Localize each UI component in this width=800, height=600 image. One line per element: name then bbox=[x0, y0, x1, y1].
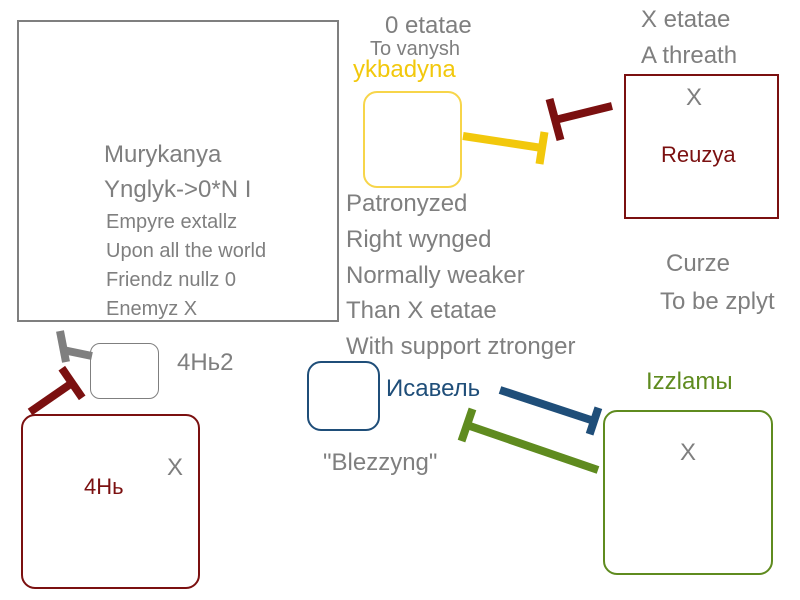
ykbadyna-name: ykbadyna bbox=[353, 56, 456, 83]
izzlamy-mark: X bbox=[680, 439, 697, 466]
chn-name: 4Нь bbox=[84, 474, 124, 499]
chn-mark: X bbox=[167, 454, 184, 481]
red-t-connector-chn-line bbox=[27, 379, 75, 416]
reuzya-box bbox=[624, 74, 779, 219]
isabel-caption: "Blezzyng" bbox=[323, 449, 438, 476]
yellow-t-connector-bar bbox=[535, 131, 549, 165]
izzlamy-name: Izzlamы bbox=[646, 368, 733, 395]
red-t-connector-reuzya-bar bbox=[545, 97, 565, 142]
reuzya-header: A threath bbox=[641, 42, 738, 69]
gray-t-connector-bar bbox=[56, 330, 70, 363]
green-t-connector-line bbox=[465, 421, 600, 474]
small-gray-box bbox=[90, 343, 159, 399]
murykanya-box bbox=[17, 20, 339, 322]
murykanya-line: Upon all the world bbox=[106, 240, 267, 262]
murykanya-title: Murykanya bbox=[104, 141, 222, 168]
reuzya-note: Curze bbox=[666, 250, 731, 277]
reuzya-note: To be zplyt bbox=[660, 288, 775, 315]
red-t-connector-reuzya-line bbox=[554, 102, 613, 124]
ykbadyna-description-line: With support ztronger bbox=[346, 333, 576, 360]
isabel-box bbox=[307, 361, 380, 431]
gray-t-connector-line bbox=[62, 346, 93, 360]
murykanya-subtitle: Ynglyk->0*N I bbox=[104, 176, 252, 203]
ykbadyna-description-line: Than X etatae bbox=[346, 297, 497, 324]
ykbadyna-description-line: Normally weaker bbox=[346, 262, 525, 289]
small-box-label: 4Нь2 bbox=[177, 349, 234, 376]
isabel-name: Исавель bbox=[386, 375, 481, 402]
yellow-t-connector-line bbox=[462, 132, 543, 152]
green-t-connector-bar bbox=[457, 407, 477, 443]
red-t-connector-chn-bar bbox=[58, 365, 86, 401]
ykbadyna-box bbox=[363, 91, 462, 188]
reuzya-name: Reuzya bbox=[661, 142, 736, 167]
blue-t-connector-bar bbox=[585, 406, 603, 436]
murykanya-line: Enemyz X bbox=[106, 298, 198, 320]
reuzya-header: X etatae bbox=[641, 6, 731, 33]
chn-box bbox=[21, 414, 200, 589]
ykbadyna-description-line: Right wynged bbox=[346, 226, 492, 253]
ykbadyna-header: To vanysh bbox=[370, 38, 461, 60]
murykanya-line: Friendz nullz 0 bbox=[106, 269, 237, 291]
ykbadyna-header: 0 etatae bbox=[385, 12, 472, 39]
murykanya-line: Empyre extallz bbox=[106, 211, 238, 233]
reuzya-mark: X bbox=[686, 84, 703, 111]
izzlamy-box bbox=[603, 410, 773, 575]
ykbadyna-description-line: Patronyzed bbox=[346, 190, 468, 217]
blue-t-connector-line bbox=[498, 386, 596, 425]
